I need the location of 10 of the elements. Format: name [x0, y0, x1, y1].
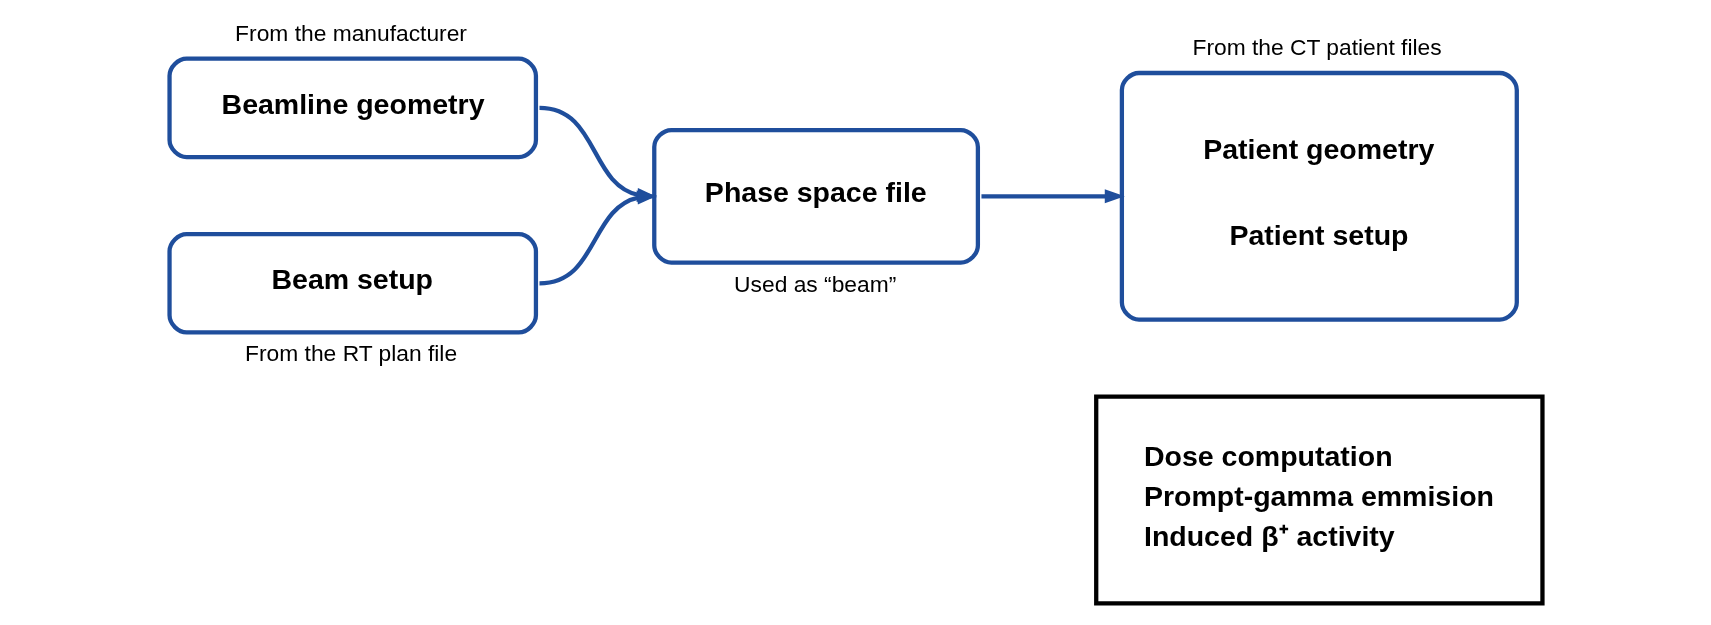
node-label: From the RT plan file [244, 340, 457, 367]
node-label: From the CT patient files [1191, 33, 1442, 60]
arrow [980, 189, 1125, 204]
node-label: From the manufacturer [234, 19, 467, 46]
node-label: Used as “beam” [733, 270, 896, 297]
node-box: Phase space file [651, 127, 980, 265]
node-box: Beamline geometry [166, 56, 538, 160]
node-box: Dose computation Prompt-gamma emmision Induced β⁺ activity [1093, 394, 1545, 606]
node-box: Beam setup [166, 231, 538, 335]
node-box: Patient geometry Patient setup [1119, 70, 1519, 322]
